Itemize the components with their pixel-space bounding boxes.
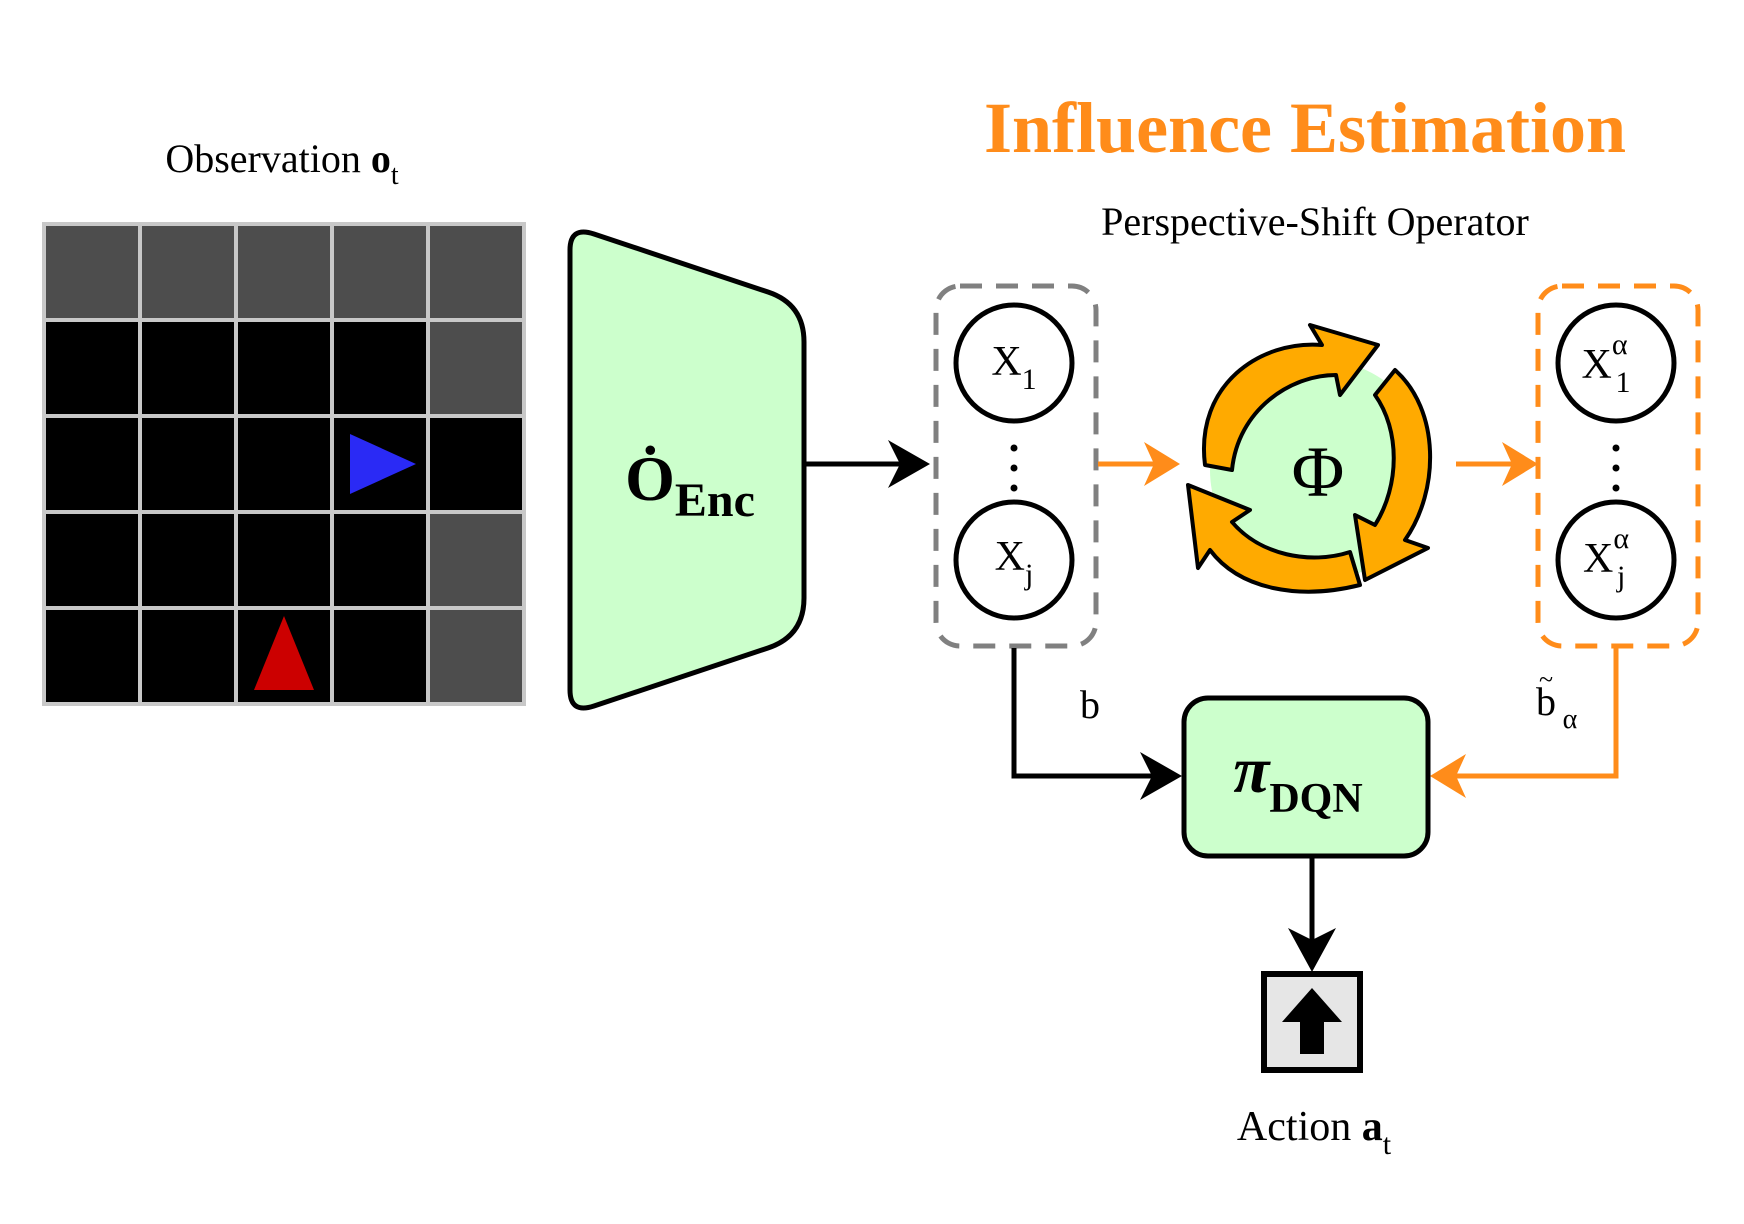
- operator-symbol: Φ: [1292, 432, 1345, 512]
- agent-red-icon: [254, 616, 314, 690]
- svg-text:~: ~: [1539, 665, 1553, 694]
- perspective-shift-subtitle: Perspective-Shift Operator: [1101, 199, 1529, 244]
- latent-left-to-policy-arrow: [1011, 648, 1182, 800]
- latent-right-box: [1535, 283, 1701, 649]
- grid-cell-wall: [46, 226, 138, 318]
- action-label: Action at: [1237, 1104, 1392, 1161]
- encoder-block: [567, 229, 807, 711]
- grid-cell-floor: [238, 418, 330, 510]
- grid-cell-floor: [142, 610, 234, 702]
- latent-left-box: [933, 283, 1099, 649]
- node-xaj: [1555, 499, 1677, 621]
- latent-right-to-policy-arrow: [1430, 648, 1619, 798]
- grid-cell-wall: [430, 514, 522, 606]
- node-xj: [953, 499, 1075, 621]
- grid-cell-wall: [142, 226, 234, 318]
- grid-cell-floor: [46, 514, 138, 606]
- grid-cell-floor: [142, 418, 234, 510]
- node-xj-label: Xj: [995, 534, 1034, 591]
- grid-cell-wall: [430, 226, 522, 318]
- encoder-to-latent-arrow: [806, 440, 930, 488]
- edge-label-b: b: [1080, 682, 1100, 727]
- node-xa1: [1555, 302, 1677, 424]
- grid-cell-wall: [238, 226, 330, 318]
- svg-text:b: b: [1536, 679, 1556, 724]
- encoder-label: ȮEnc: [625, 443, 755, 527]
- policy-to-action-arrow: [1288, 858, 1336, 972]
- grid-cell-floor: [46, 418, 138, 510]
- grid-cell-floor: [46, 322, 138, 414]
- operator-to-latent-arrow: [1456, 442, 1538, 486]
- cycle-arrow-icon: [1186, 483, 1362, 594]
- grid-cell-floor: [238, 514, 330, 606]
- latent-right-ellipsis: [1612, 444, 1620, 492]
- observation-grid: [42, 222, 526, 706]
- perspective-shift-operator: Φ: [1186, 323, 1433, 594]
- grid-cell-floor: [46, 610, 138, 702]
- grid-cell-wall: [430, 322, 522, 414]
- observation-label: Observation ot: [165, 136, 399, 191]
- svg-text:α: α: [1563, 704, 1578, 735]
- grid-cell-floor: [334, 514, 426, 606]
- grid-cell-floor: [142, 514, 234, 606]
- agent-blue-icon: [350, 434, 416, 494]
- policy-block: [1181, 695, 1431, 859]
- grid-cell-floor: [430, 418, 522, 510]
- latent-to-operator-arrow: [1098, 442, 1180, 486]
- grid-cell-floor: [334, 610, 426, 702]
- node-x1-label: X1: [991, 339, 1036, 396]
- policy-label: πDQN: [1233, 734, 1362, 822]
- grid-cell-wall: [334, 226, 426, 318]
- grid-cell-floor: [142, 322, 234, 414]
- influence-title: Influence Estimation: [984, 88, 1626, 168]
- grid-cell-wall: [430, 610, 522, 702]
- grid-cell-floor: [334, 322, 426, 414]
- edge-label-b-alpha: b ~ α: [1536, 665, 1578, 735]
- grid-cell-floor: [238, 322, 330, 414]
- cycle-arrow-icon: [1353, 368, 1433, 582]
- up-arrow-icon: [1282, 988, 1342, 1054]
- cycle-arrow-icon: [1201, 323, 1380, 472]
- node-x1: [953, 302, 1075, 424]
- latent-left-ellipsis: [1010, 444, 1018, 492]
